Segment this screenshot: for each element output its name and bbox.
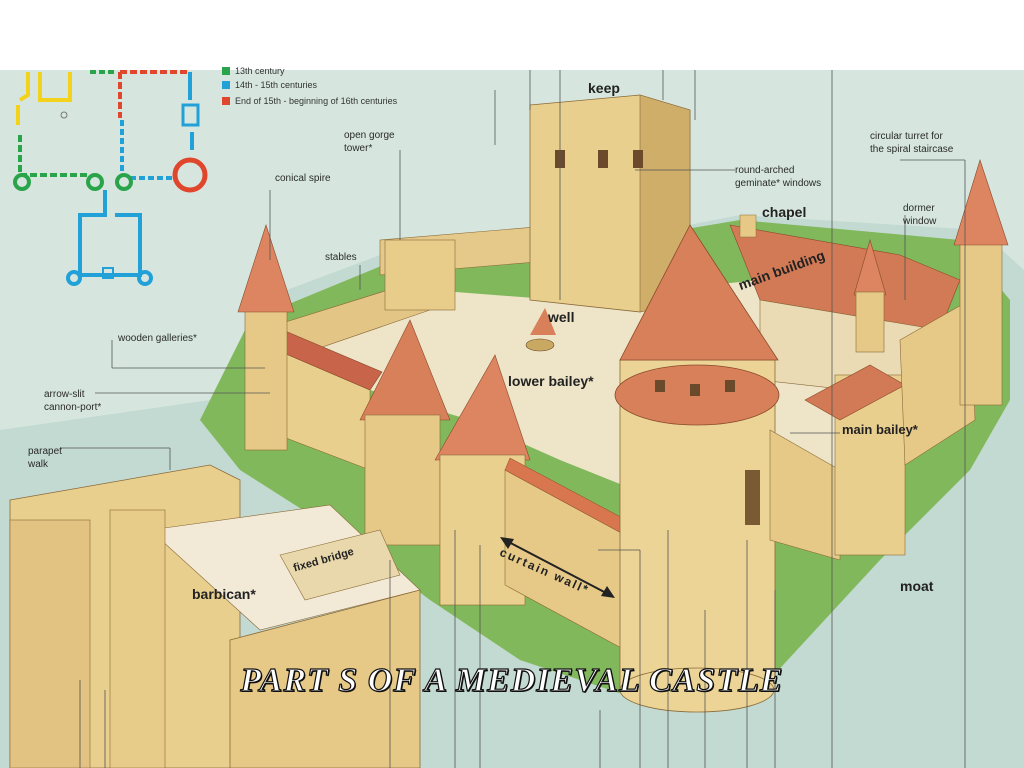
legend-item: 13th century	[222, 66, 285, 76]
chapel-bell	[739, 214, 757, 238]
circular-turret	[959, 239, 1003, 406]
conical-spire-tower	[244, 304, 288, 451]
legend-swatch	[222, 97, 230, 105]
open-gorge-tower	[384, 239, 456, 311]
floor-plan	[13, 70, 208, 286]
label-dormer-window: dormer	[903, 203, 935, 214]
legend-label: 14th - 15th centuries	[235, 80, 318, 90]
well	[525, 338, 555, 352]
label-lower-bailey: lower bailey*	[508, 373, 594, 389]
tower-window	[655, 380, 665, 392]
barbican-tower	[9, 519, 91, 768]
label-round-arched: geminate* windows	[735, 178, 822, 189]
leader-lines	[60, 70, 966, 768]
label-arrow-slit: arrow-slit	[44, 389, 85, 400]
keep-window	[633, 150, 643, 168]
curtain-wall-arrow	[500, 537, 615, 598]
legend-item: End of 15th - beginning of 16th centurie…	[222, 96, 397, 106]
label-main-bailey: main bailey*	[842, 422, 918, 437]
circular-turret-roof	[953, 159, 1009, 246]
label-open-gorge-tower: open gorge	[344, 130, 395, 141]
barbican-tower-2	[109, 509, 166, 768]
legend-item: 14th - 15th centuries	[222, 80, 317, 90]
label-moat: moat	[900, 578, 934, 594]
barbican-front-wall	[229, 589, 421, 768]
label-dormer-window: window	[903, 216, 937, 227]
label-well: well	[548, 309, 575, 325]
label-round-arched: round-arched	[735, 165, 795, 176]
label-circular-turret: the spiral staircase	[870, 144, 954, 155]
label-conical-spire: conical spire	[275, 173, 331, 184]
label-stables: stables	[325, 252, 357, 263]
label-chapel: chapel	[762, 204, 807, 220]
great-tower-roof	[619, 224, 779, 361]
label-open-gorge-tower: tower*	[344, 143, 373, 154]
label-circular-turret: circular turret for	[870, 131, 943, 142]
label-keep: keep	[588, 80, 620, 96]
dormer-turret	[855, 291, 885, 353]
east-curtain-wall	[899, 299, 976, 466]
east-wall	[769, 429, 841, 561]
label-wooden-galleries: wooden galleries*	[118, 333, 197, 344]
label-parapet-walk: parapet	[28, 446, 62, 457]
legend-swatch	[222, 81, 230, 89]
conical-spire-roof	[237, 224, 295, 313]
label-arrow-slit: cannon-port*	[44, 402, 102, 413]
great-tower-base	[619, 667, 775, 713]
tower-window	[725, 380, 735, 392]
inner-tower	[364, 414, 441, 546]
fixed-bridge	[279, 529, 401, 601]
legend-swatch	[222, 67, 230, 75]
tower-window	[690, 384, 700, 396]
legend-label: 13th century	[235, 66, 285, 76]
well-roof	[530, 308, 556, 335]
label-parapet-walk: walk	[28, 459, 49, 470]
tower-door	[745, 470, 760, 525]
page-title: PART S OF A MEDIEVAL CASTLE	[240, 661, 784, 699]
label-barbican: barbican*	[192, 586, 256, 602]
legend-label: End of 15th - beginning of 16th centurie…	[235, 96, 398, 106]
keep-window	[598, 150, 608, 168]
